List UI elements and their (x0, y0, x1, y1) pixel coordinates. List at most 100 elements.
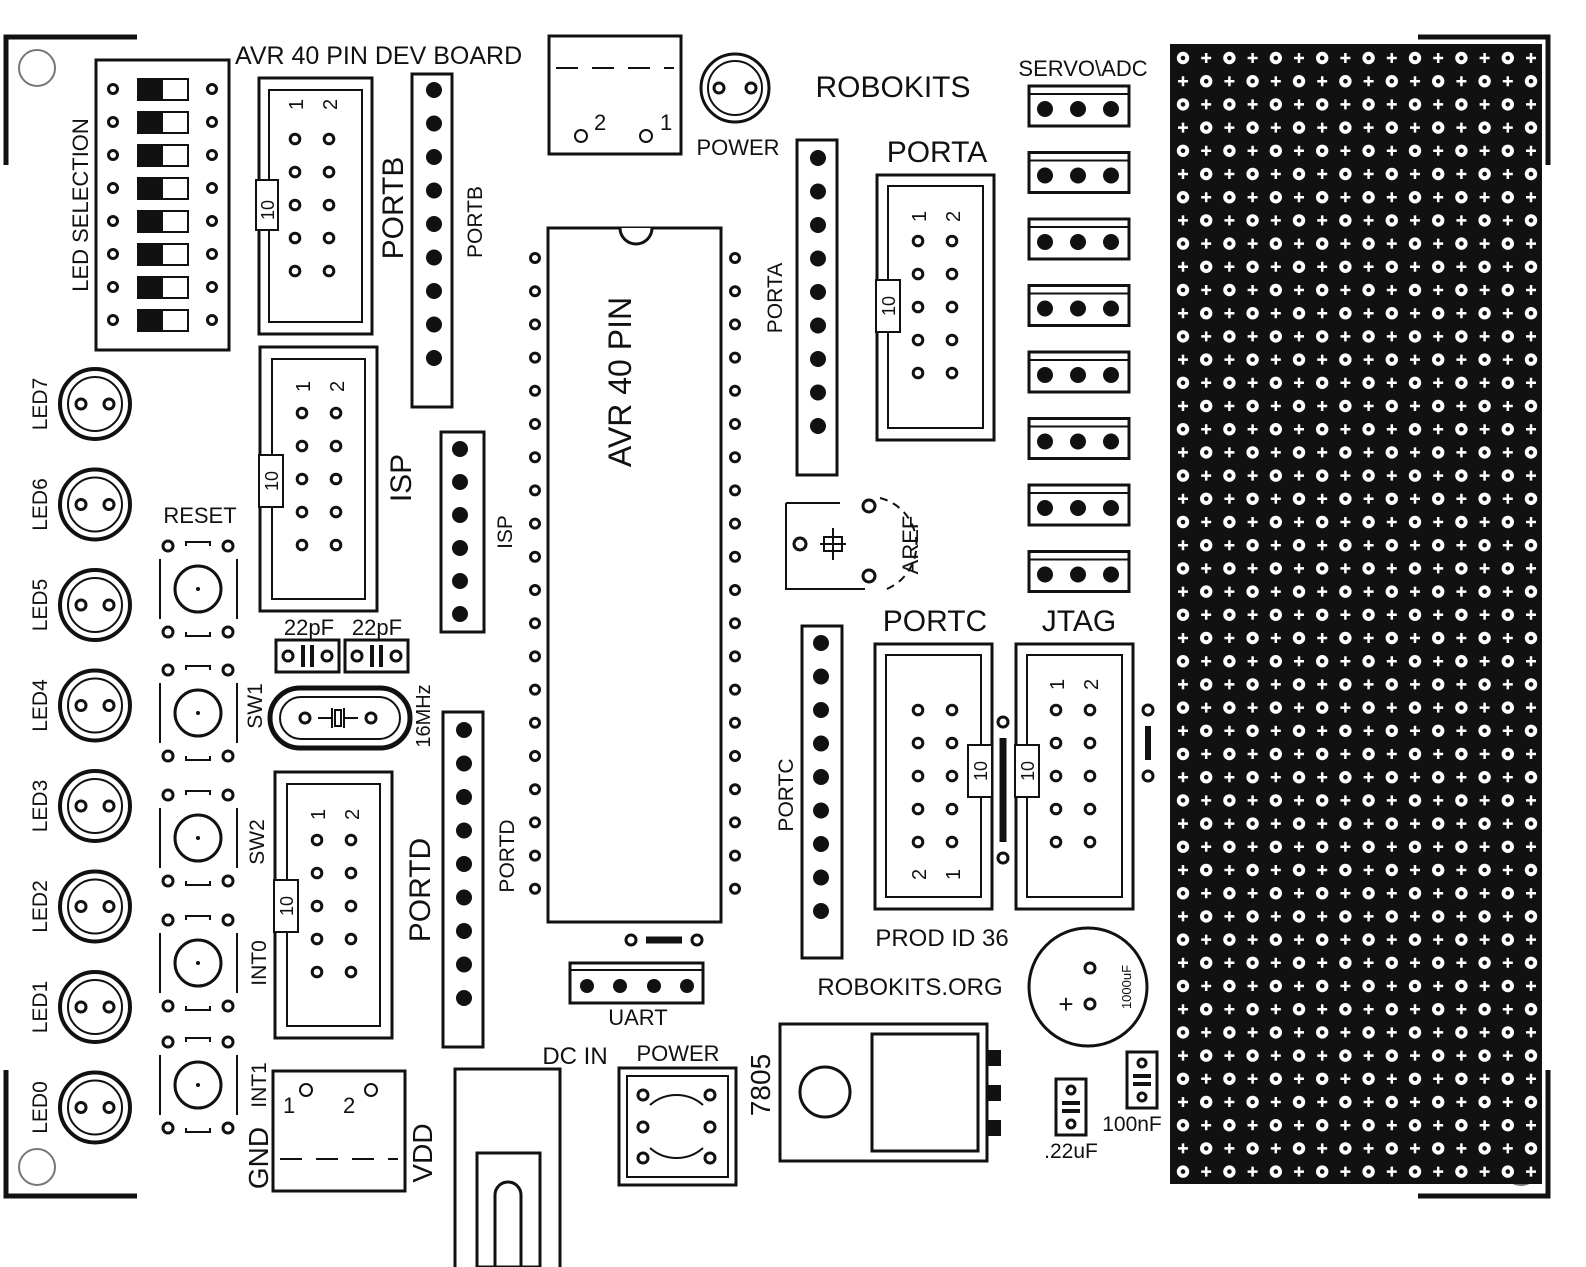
proto-cross (1363, 261, 1374, 272)
proto-hole-drill (1505, 1030, 1511, 1035)
proto-cross (1363, 725, 1374, 736)
idc-pin (344, 965, 358, 979)
proto-cross (1270, 1004, 1281, 1015)
proto-cross (1526, 99, 1536, 110)
proto-cross (1363, 818, 1374, 829)
proto-hole-drill (1250, 125, 1255, 130)
proto-cross (1386, 1166, 1397, 1177)
proto-cross (1363, 540, 1374, 551)
proto-hole-drill (1273, 426, 1279, 432)
proto-cross (1526, 888, 1536, 899)
dip-pin (107, 215, 119, 227)
proto-hole-drill (1412, 890, 1418, 896)
proto-hole-drill (1227, 1076, 1232, 1082)
proto-cross (1317, 354, 1328, 365)
proto-cross (1340, 377, 1351, 388)
proto-hole-drill (1273, 194, 1279, 200)
proto-cross (1178, 725, 1188, 736)
proto-cross (1294, 1027, 1304, 1038)
proto-hole-drill (1505, 983, 1511, 989)
proto-cross (1178, 818, 1188, 829)
proto-hole-drill (1227, 194, 1232, 200)
led-pin (102, 397, 116, 411)
proto-hole-drill (1273, 844, 1279, 850)
proto-cross (1340, 981, 1351, 991)
servo-pin (1070, 234, 1086, 250)
proto-hole-drill (1482, 78, 1487, 84)
dip-pin (107, 83, 119, 95)
servo-pin (1103, 101, 1119, 117)
proto-cross (1502, 586, 1513, 597)
proto-cross (1410, 1004, 1420, 1015)
porta-pin-strip: PORTA (764, 138, 839, 477)
mcu-pin (729, 750, 741, 762)
proto-hole-drill (1505, 890, 1511, 896)
dip-pin (107, 314, 119, 326)
proto-cross (1502, 540, 1513, 551)
proto-hole-drill (1435, 914, 1441, 919)
proto-cross (1433, 377, 1444, 388)
proto-hole-drill (1435, 728, 1441, 734)
proto-hole-drill (1459, 55, 1464, 61)
proto-cross (1178, 911, 1188, 922)
proto-hole-drill (1389, 496, 1395, 502)
proto-cross (1502, 725, 1513, 736)
proto-hole-drill (1203, 78, 1209, 84)
vdd-label: VDD (407, 1123, 438, 1182)
mcu-chip-label: AVR 40 PIN (602, 297, 638, 467)
led-outline (58, 869, 132, 944)
proto-cross (1178, 169, 1188, 179)
led-body (67, 1079, 123, 1136)
switch-bracket (185, 1006, 211, 1011)
header-pin (813, 635, 829, 651)
proto-cross (1317, 169, 1328, 179)
dip-switch-lever (138, 310, 163, 331)
proto-hole-drill (1366, 102, 1371, 107)
mcu-pin (529, 650, 541, 663)
proto-hole-drill (1482, 125, 1487, 130)
proto-cross (1479, 331, 1490, 342)
capacitor-22uf: .22uF (1044, 1077, 1098, 1163)
proto-cross (1178, 540, 1188, 551)
proto-hole-drill (1296, 821, 1302, 826)
proto-hole-drill (1203, 728, 1209, 734)
proto-cross (1502, 76, 1513, 87)
proto-cross (1178, 1143, 1188, 1154)
servo-pin (1037, 433, 1053, 450)
proto-cross (1201, 145, 1212, 156)
proto-hole-drill (1459, 890, 1464, 896)
power-led-top: POWER (696, 52, 780, 160)
proto-hole-drill (1366, 1076, 1371, 1082)
proto-hole-drill (1528, 125, 1534, 130)
proto-cross (1526, 517, 1536, 527)
proto-cross (1270, 679, 1281, 690)
servo-adc-headers (1027, 84, 1131, 593)
screw-terminal-bottom: 1 2 GND VDD (243, 1069, 438, 1193)
proto-cross (1526, 470, 1536, 481)
proto-cross (1317, 1050, 1328, 1061)
header-pin (813, 668, 829, 685)
proto-cross (1386, 981, 1397, 991)
proto-hole-drill (1227, 426, 1232, 432)
switch-pin (161, 749, 175, 763)
proto-cross (1224, 540, 1235, 551)
proto-cross (1433, 702, 1444, 713)
proto-hole-drill (1435, 960, 1441, 966)
proto-hole-drill (1435, 1146, 1441, 1151)
proto-cross (1456, 865, 1467, 875)
proto-cross (1502, 354, 1513, 365)
header-pin (810, 284, 826, 300)
proto-hole-drill (1389, 403, 1395, 409)
proto-hole-drill (1203, 914, 1209, 919)
idc-pin (295, 505, 309, 519)
proto-cross (1479, 749, 1490, 759)
proto-hole-drill (1459, 334, 1464, 339)
dip-switch-lever (138, 145, 163, 166)
proto-hole-drill (1459, 983, 1464, 989)
proto-cross (1317, 865, 1328, 875)
proto-cross (1247, 609, 1258, 620)
proto-cross (1294, 609, 1304, 620)
proto-hole-drill (1319, 612, 1325, 618)
proto-cross (1502, 679, 1513, 690)
board-title: AVR 40 PIN DEV BOARD (235, 42, 522, 70)
